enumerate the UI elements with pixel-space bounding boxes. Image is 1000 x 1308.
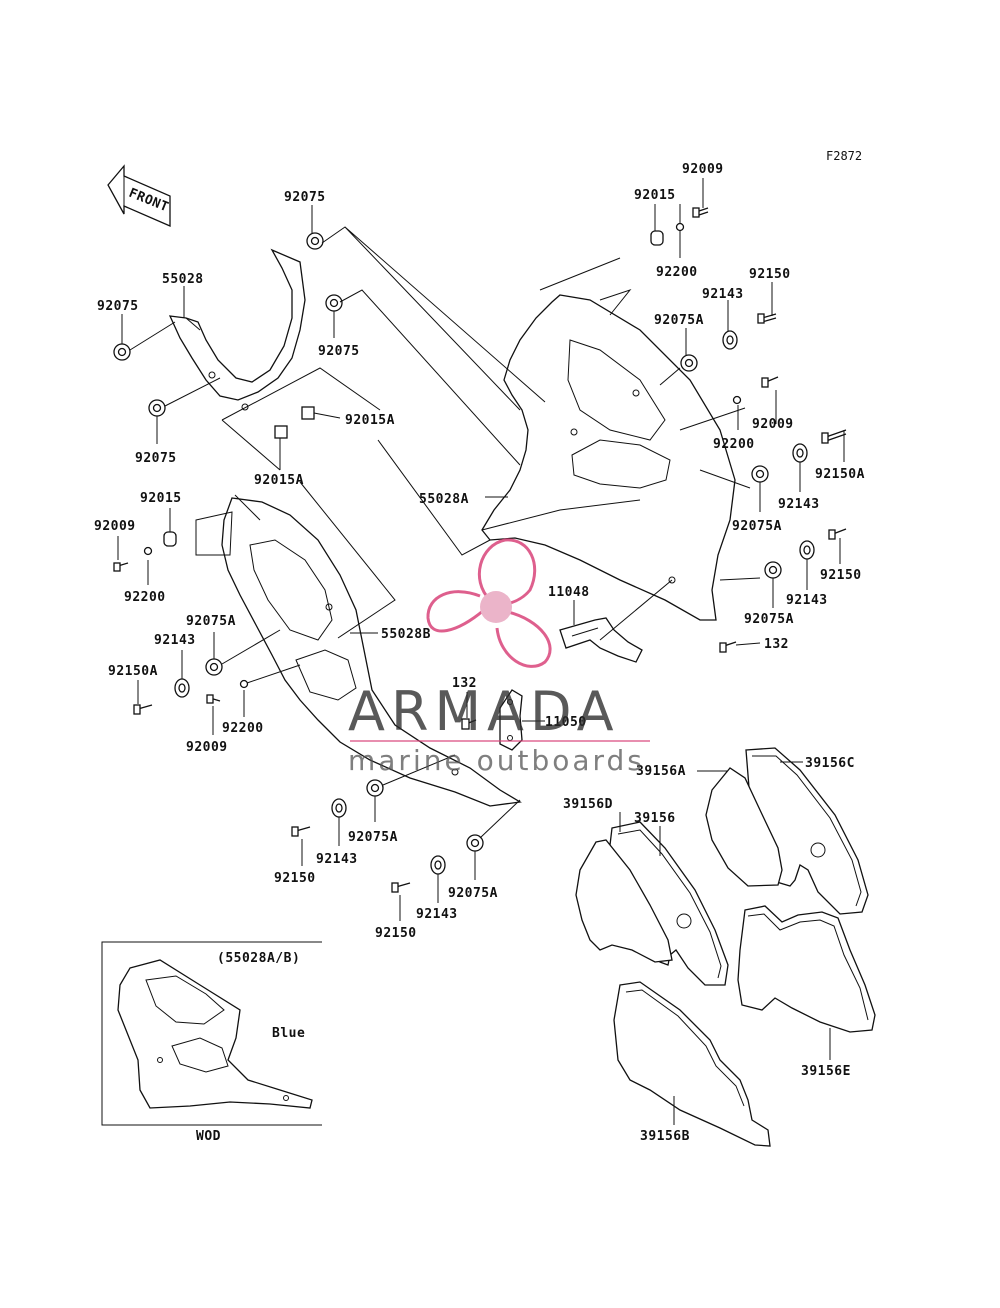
callout-label: 92143 [702, 287, 744, 302]
callout-label: 92075 [135, 451, 177, 466]
callout-label: 92150 [820, 568, 862, 583]
callout-label: 92143 [416, 907, 458, 922]
callout-label: 92150 [274, 871, 316, 886]
callout-label: 92075A [186, 614, 236, 629]
callout-label: 92150A [108, 664, 158, 679]
callout-label: 92143 [778, 497, 820, 512]
callout-labels: 92009 92015 92200 92150 92143 92075A 920… [94, 162, 865, 1144]
callout-label: 92015A [345, 413, 395, 428]
color-variant-inset: (55028A/B) Blue WOD [101, 941, 322, 1144]
callout-label: 92200 [124, 590, 166, 605]
callout-label: 55028 [162, 272, 204, 287]
callout-label: 92075A [744, 612, 794, 627]
inset-color-label: Blue [272, 1026, 305, 1041]
fastener-parts [113, 207, 847, 893]
inset-caption: WOD [196, 1129, 221, 1144]
callout-label: 92143 [316, 852, 358, 867]
callout-label: 92015A [254, 473, 304, 488]
figure-code: F2872 [826, 149, 862, 163]
right-upper-fairing-part [481, 288, 736, 621]
callout-label: 92075A [448, 886, 498, 901]
left-lower-fairing-part [195, 497, 522, 807]
leader-lines [117, 178, 845, 921]
callout-label: 92009 [186, 740, 228, 755]
callout-label: 92143 [786, 593, 828, 608]
callout-label: 132 [764, 637, 789, 652]
callout-label: 39156E [801, 1064, 851, 1079]
watermark-brand: ARMADA [348, 680, 620, 743]
callout-label: 92200 [656, 265, 698, 280]
callout-label: 92150A [815, 467, 865, 482]
insulator-39156A-part [705, 767, 783, 887]
insulator-39156D-part [575, 839, 673, 963]
callout-label: 132 [452, 676, 477, 691]
callout-label: 55028A [419, 492, 469, 507]
callout-label: 92015 [140, 491, 182, 506]
callout-label: 92150 [375, 926, 417, 941]
insulator-39156E-part [737, 905, 876, 1033]
front-arrow-icon: FRONT [107, 164, 171, 227]
callout-label: 92075A [654, 313, 704, 328]
callout-label: 92150 [749, 267, 791, 282]
callout-label: 92009 [682, 162, 724, 177]
callout-label: 11048 [548, 585, 590, 600]
callout-label: 11050 [545, 715, 587, 730]
callout-label: 92075 [97, 299, 139, 314]
insulator-39156B-part [613, 981, 771, 1147]
callout-label: 92075A [348, 830, 398, 845]
callout-label: 92075 [318, 344, 360, 359]
bracket-11050-part [499, 689, 523, 751]
watermark-tagline: marine outboards [348, 744, 645, 777]
callout-label: 92075A [732, 519, 782, 534]
callout-label: 92009 [94, 519, 136, 534]
inset-reference: (55028A/B) [217, 951, 300, 966]
callout-label: 39156D [563, 797, 613, 812]
callout-label: 92009 [752, 417, 794, 432]
callout-label: 92200 [222, 721, 264, 736]
left-upper-cowl-part [168, 248, 306, 411]
armada-logo [426, 538, 552, 668]
callout-label: 39156B [640, 1129, 690, 1144]
callout-label: 39156 [634, 811, 676, 826]
callout-label: 39156C [805, 756, 855, 771]
callout-label: 92015 [634, 188, 676, 203]
callout-label: 55028B [381, 627, 431, 642]
callout-label: 92200 [713, 437, 755, 452]
callout-label: 92075 [284, 190, 326, 205]
callout-label: 39156A [636, 764, 686, 779]
bracket-11048-part [559, 617, 643, 663]
insulator-leader-lines [619, 761, 831, 1125]
callout-label: 92143 [154, 633, 196, 648]
